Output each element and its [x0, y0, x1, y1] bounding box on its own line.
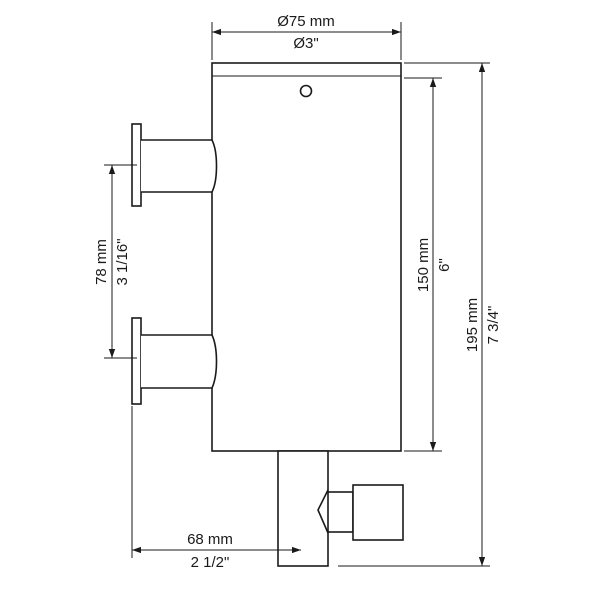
- inlet-spacing-imperial-label: 3 1/16": [114, 238, 131, 285]
- outlet-branch: [317, 489, 329, 534]
- upper-inlet: [131, 123, 218, 207]
- outlet-cap: [352, 484, 404, 541]
- inlet-spacing-dimension: 78 mm 3 1/16": [93, 164, 137, 359]
- lower-inlet-pipe: [141, 334, 218, 389]
- lower-inlet-flange: [131, 317, 142, 405]
- inlet-spacing-metric-label: 78 mm: [93, 239, 110, 285]
- outlet-offset-dimension: 68 mm 2 1/2": [131, 406, 301, 571]
- diameter-imperial-label: Ø3": [293, 35, 318, 52]
- total-height-imperial-label: 7 3/4": [485, 306, 502, 345]
- outlet-collar: [327, 491, 354, 533]
- cylinder-body: [211, 62, 402, 452]
- diameter-metric-label: Ø75 mm: [277, 13, 335, 30]
- bottom-outlet: [277, 450, 404, 567]
- outlet-offset-metric-label: 68 mm: [187, 531, 233, 548]
- diameter-dimension: Ø75 mm Ø3": [211, 13, 402, 60]
- lower-inlet: [131, 317, 218, 405]
- body-height-imperial-label: 6": [436, 258, 453, 272]
- outlet-offset-imperial-label: 2 1/2": [191, 554, 230, 571]
- total-height-dimension: 195 mm 7 3/4": [338, 62, 502, 567]
- body-height-dimension: 150 mm 6": [404, 77, 453, 452]
- total-height-metric-label: 195 mm: [464, 298, 481, 352]
- body-height-metric-label: 150 mm: [415, 238, 432, 292]
- upper-inlet-pipe: [141, 139, 218, 193]
- mounting-hole: [299, 84, 313, 98]
